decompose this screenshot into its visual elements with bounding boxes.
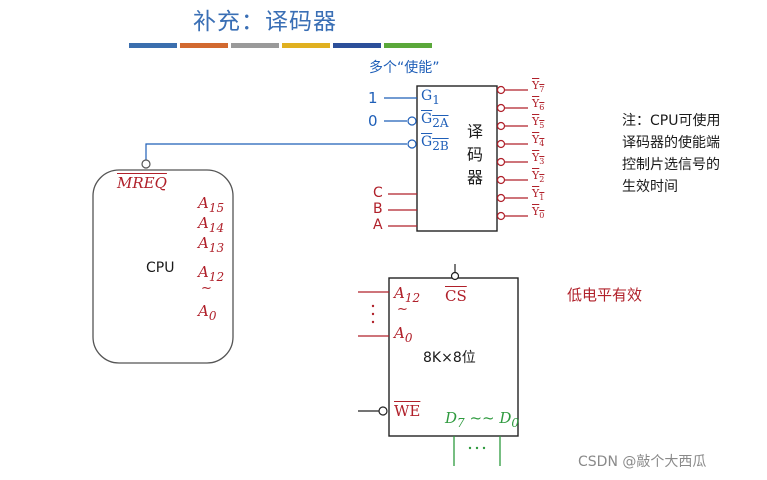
note-line: 控制片选信号的 [622, 157, 720, 173]
memory-label: 8K×8位 [423, 350, 476, 366]
mem-a12-label: A12 [394, 284, 421, 305]
title-stripe [129, 43, 177, 48]
input-a-label: A [373, 217, 383, 233]
decoder-name-char: 码 [467, 145, 484, 164]
title-stripe [180, 43, 228, 48]
cpu-a15-label: A15 [198, 194, 225, 215]
cpu-a14-label: A14 [198, 214, 225, 235]
mreq-label: MREQ [117, 174, 167, 192]
g2b-pin-label: G2B [421, 134, 449, 153]
mem-data-dot3 [482, 446, 486, 450]
page-title: 补充：译码器 [193, 9, 337, 35]
cpu-label: CPU [146, 260, 175, 276]
cpu-a12-label: A12 [198, 263, 225, 284]
note-line: 译码器的使能端 [622, 135, 720, 151]
output-bubble [496, 139, 506, 149]
title-stripe [384, 43, 432, 48]
title-stripe [231, 43, 279, 48]
g2b-bubble [407, 139, 417, 149]
g1-pin-label: G1 [421, 88, 440, 107]
decoder-name-char: 器 [467, 168, 484, 187]
cpu-box [92, 169, 234, 364]
output-y7-label: Y7 [532, 79, 545, 95]
output-bubble [496, 103, 506, 113]
output-bubble [496, 211, 506, 221]
cpu-a0-label: A0 [198, 302, 217, 323]
output-y5-label: Y5 [532, 115, 545, 131]
output-bubble [496, 193, 506, 203]
mem-addr-dot1 [371, 304, 375, 308]
title-stripe [282, 43, 330, 48]
output-bubble [496, 175, 506, 185]
cpu-range-sign: ~ [201, 281, 212, 296]
g1-value: 1 [368, 89, 378, 107]
g2a-pin-label: G2A [421, 111, 449, 130]
output-y2-label: Y2 [532, 169, 545, 185]
cs-label: CS [445, 287, 467, 305]
decoder-box [416, 85, 498, 232]
title-stripe [333, 43, 381, 48]
output-bubble [496, 85, 506, 95]
we-bubble [378, 406, 388, 416]
low-level-note: 低电平有效 [567, 286, 643, 304]
we-label: WE [394, 402, 421, 420]
mem-data-label: D7 ~~ D0 [445, 409, 520, 430]
note-block: 注：CPU可使用 译码器的使能端 控制片选信号的 生效时间 [622, 110, 720, 198]
mreq-wire [145, 143, 384, 160]
g2a-bubble [407, 116, 417, 126]
output-y6-label: Y6 [532, 97, 545, 113]
cpu-a13-label: A13 [198, 234, 225, 255]
memory-box [388, 277, 519, 437]
enable-label: 多个“使能” [369, 60, 440, 76]
mem-data-dot1 [468, 446, 472, 450]
mem-range-sign: ~ [397, 302, 408, 317]
output-y3-label: Y3 [532, 151, 545, 167]
cs-bubble [450, 271, 460, 281]
note-line: 注：CPU可使用 [622, 113, 721, 129]
g2a-value: 0 [368, 112, 378, 130]
mem-data-dot2 [475, 446, 479, 450]
input-c-label: C [373, 185, 383, 201]
decoder-name: 译 码 器 [467, 120, 483, 189]
output-bubble [496, 157, 506, 167]
mem-addr-dot2 [371, 312, 375, 316]
mem-addr-dot3 [371, 320, 375, 324]
output-bubble [496, 121, 506, 131]
input-b-label: B [373, 201, 383, 217]
decoder-outputs [496, 85, 528, 221]
note-line: 生效时间 [622, 179, 678, 195]
mem-a0-label: A0 [394, 324, 413, 345]
output-y0-label: Y0 [532, 205, 545, 221]
output-y4-label: Y4 [532, 133, 545, 149]
watermark: CSDN @敲个大西瓜 [578, 454, 707, 470]
decoder-name-char: 译 [467, 122, 484, 141]
output-y1-label: Y1 [532, 187, 545, 203]
mreq-bubble [141, 159, 151, 169]
